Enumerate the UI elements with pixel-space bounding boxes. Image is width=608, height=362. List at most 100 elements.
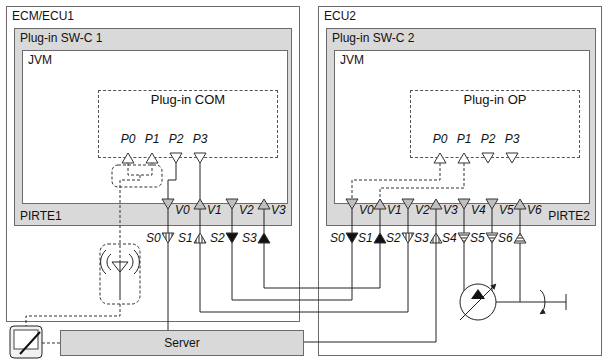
- signal-connector: [304, 342, 318, 343]
- port-name: P1: [145, 132, 160, 146]
- port-wire: [464, 209, 465, 233]
- port-triangle: [258, 199, 270, 209]
- port-triangle: [402, 199, 414, 209]
- port-name: S5: [470, 231, 485, 245]
- port-name: S2: [210, 231, 225, 245]
- port-symbols: [122, 153, 526, 243]
- ecu-box: Plug-in OPJVMPlug-in SW-C 2PIRTE2ECU2: [318, 6, 602, 356]
- port-name: P2: [169, 132, 184, 146]
- port-triangle: [434, 153, 446, 163]
- port-wire: [408, 209, 409, 233]
- box-title: Plug-in OP: [464, 93, 527, 107]
- port-name: S4: [442, 231, 457, 245]
- software-component: Plug-in COM JVM Plug-in SW-C 1 PIRTE1: [14, 28, 292, 226]
- port-name: S6: [498, 231, 513, 245]
- port-wire: [352, 209, 353, 233]
- port-name: P2: [481, 132, 496, 146]
- port-name: P0: [121, 132, 136, 146]
- port-name: V0: [359, 203, 374, 217]
- port-triangle: [162, 199, 174, 209]
- port-triangle: [482, 153, 494, 163]
- port-triangle: [458, 199, 470, 209]
- port-triangle: [346, 199, 358, 209]
- port-wire: [200, 209, 201, 233]
- port-name: V3: [443, 203, 458, 217]
- port-triangle: [374, 199, 386, 209]
- jvm-box: Plug-in OP JVM: [334, 50, 590, 204]
- port-wire: [380, 209, 381, 233]
- port-wire: [264, 209, 265, 233]
- port-name: P1: [457, 132, 472, 146]
- jvm-box: Plug-in COM JVM: [22, 50, 288, 204]
- box-title: JVM: [340, 53, 364, 67]
- port-name: V4: [471, 203, 486, 217]
- plugin-box: Plug-in COM: [98, 90, 278, 158]
- port-name: V3: [271, 203, 286, 217]
- port-name: S3: [414, 231, 429, 245]
- port-triangle: [458, 233, 470, 243]
- port-triangle: [514, 199, 526, 209]
- port-name: S2: [386, 231, 401, 245]
- port-triangle: [374, 233, 386, 243]
- port-name: V1: [207, 203, 222, 217]
- port-name: S3: [242, 231, 257, 245]
- port-wire: [520, 209, 521, 233]
- server-box: Server: [60, 330, 304, 356]
- port-name: S1: [358, 231, 373, 245]
- port-triangle: [226, 233, 238, 243]
- box-title: Plug-in SW-C 1: [20, 31, 102, 45]
- hydraulic-pump: [460, 284, 566, 320]
- port-wire: [232, 209, 233, 233]
- port-wire: [436, 209, 437, 233]
- port-name: V1: [387, 203, 402, 217]
- port-name: S0: [146, 231, 161, 245]
- antenna-symbol: [101, 250, 140, 300]
- software-component: Plug-in OPJVMPlug-in SW-C 2PIRTE2: [326, 28, 596, 226]
- box-title: ECM/ECU1: [12, 9, 74, 23]
- signal-connector: [300, 288, 318, 289]
- port-triangle: [506, 153, 518, 163]
- plugin-box: Plug-in OP: [410, 90, 580, 158]
- port-triangle: [514, 233, 526, 243]
- port-triangle: [194, 153, 206, 163]
- port-triangle: [162, 233, 174, 243]
- port-triangle: [194, 233, 206, 243]
- port-triangle: [458, 153, 470, 163]
- ecu-box: Plug-in COM JVM Plug-in SW-C 1 PIRTE1 ECM/EC…: [6, 6, 300, 322]
- port-triangle: [486, 199, 498, 209]
- port-triangle: [258, 233, 270, 243]
- port-triangle: [194, 199, 206, 209]
- virtual-links: [26, 163, 464, 343]
- signal-wires: [168, 163, 520, 342]
- port-triangle: [402, 233, 414, 243]
- port-triangle: [122, 153, 134, 163]
- port-triangle: [346, 233, 358, 243]
- port-name: P0: [433, 132, 448, 146]
- port-name: P3: [193, 132, 208, 146]
- port-name: V5: [499, 203, 514, 217]
- box-title: Server: [164, 336, 199, 350]
- port-name: S1: [178, 231, 193, 245]
- box-title: Plug-in SW-C 2: [332, 31, 414, 45]
- port-triangle: [146, 153, 158, 163]
- handheld-device: [10, 326, 42, 358]
- port-triangle: [170, 153, 182, 163]
- box-title: ECU2: [324, 9, 356, 23]
- signal-connector: [300, 312, 318, 313]
- port-name: S0: [330, 231, 345, 245]
- port-wire: [492, 209, 493, 233]
- port-triangle: [430, 199, 442, 209]
- port-name: V2: [415, 203, 430, 217]
- runtime-label: PIRTE1: [20, 209, 62, 223]
- port-name: V2: [239, 203, 254, 217]
- port-name: P3: [505, 132, 520, 146]
- signal-connector: [168, 322, 169, 330]
- box-title: JVM: [28, 53, 52, 67]
- port-name: V6: [527, 203, 542, 217]
- port-wire: [168, 209, 169, 233]
- port-triangle: [226, 199, 238, 209]
- port-triangle: [486, 233, 498, 243]
- port-name: V0: [175, 203, 190, 217]
